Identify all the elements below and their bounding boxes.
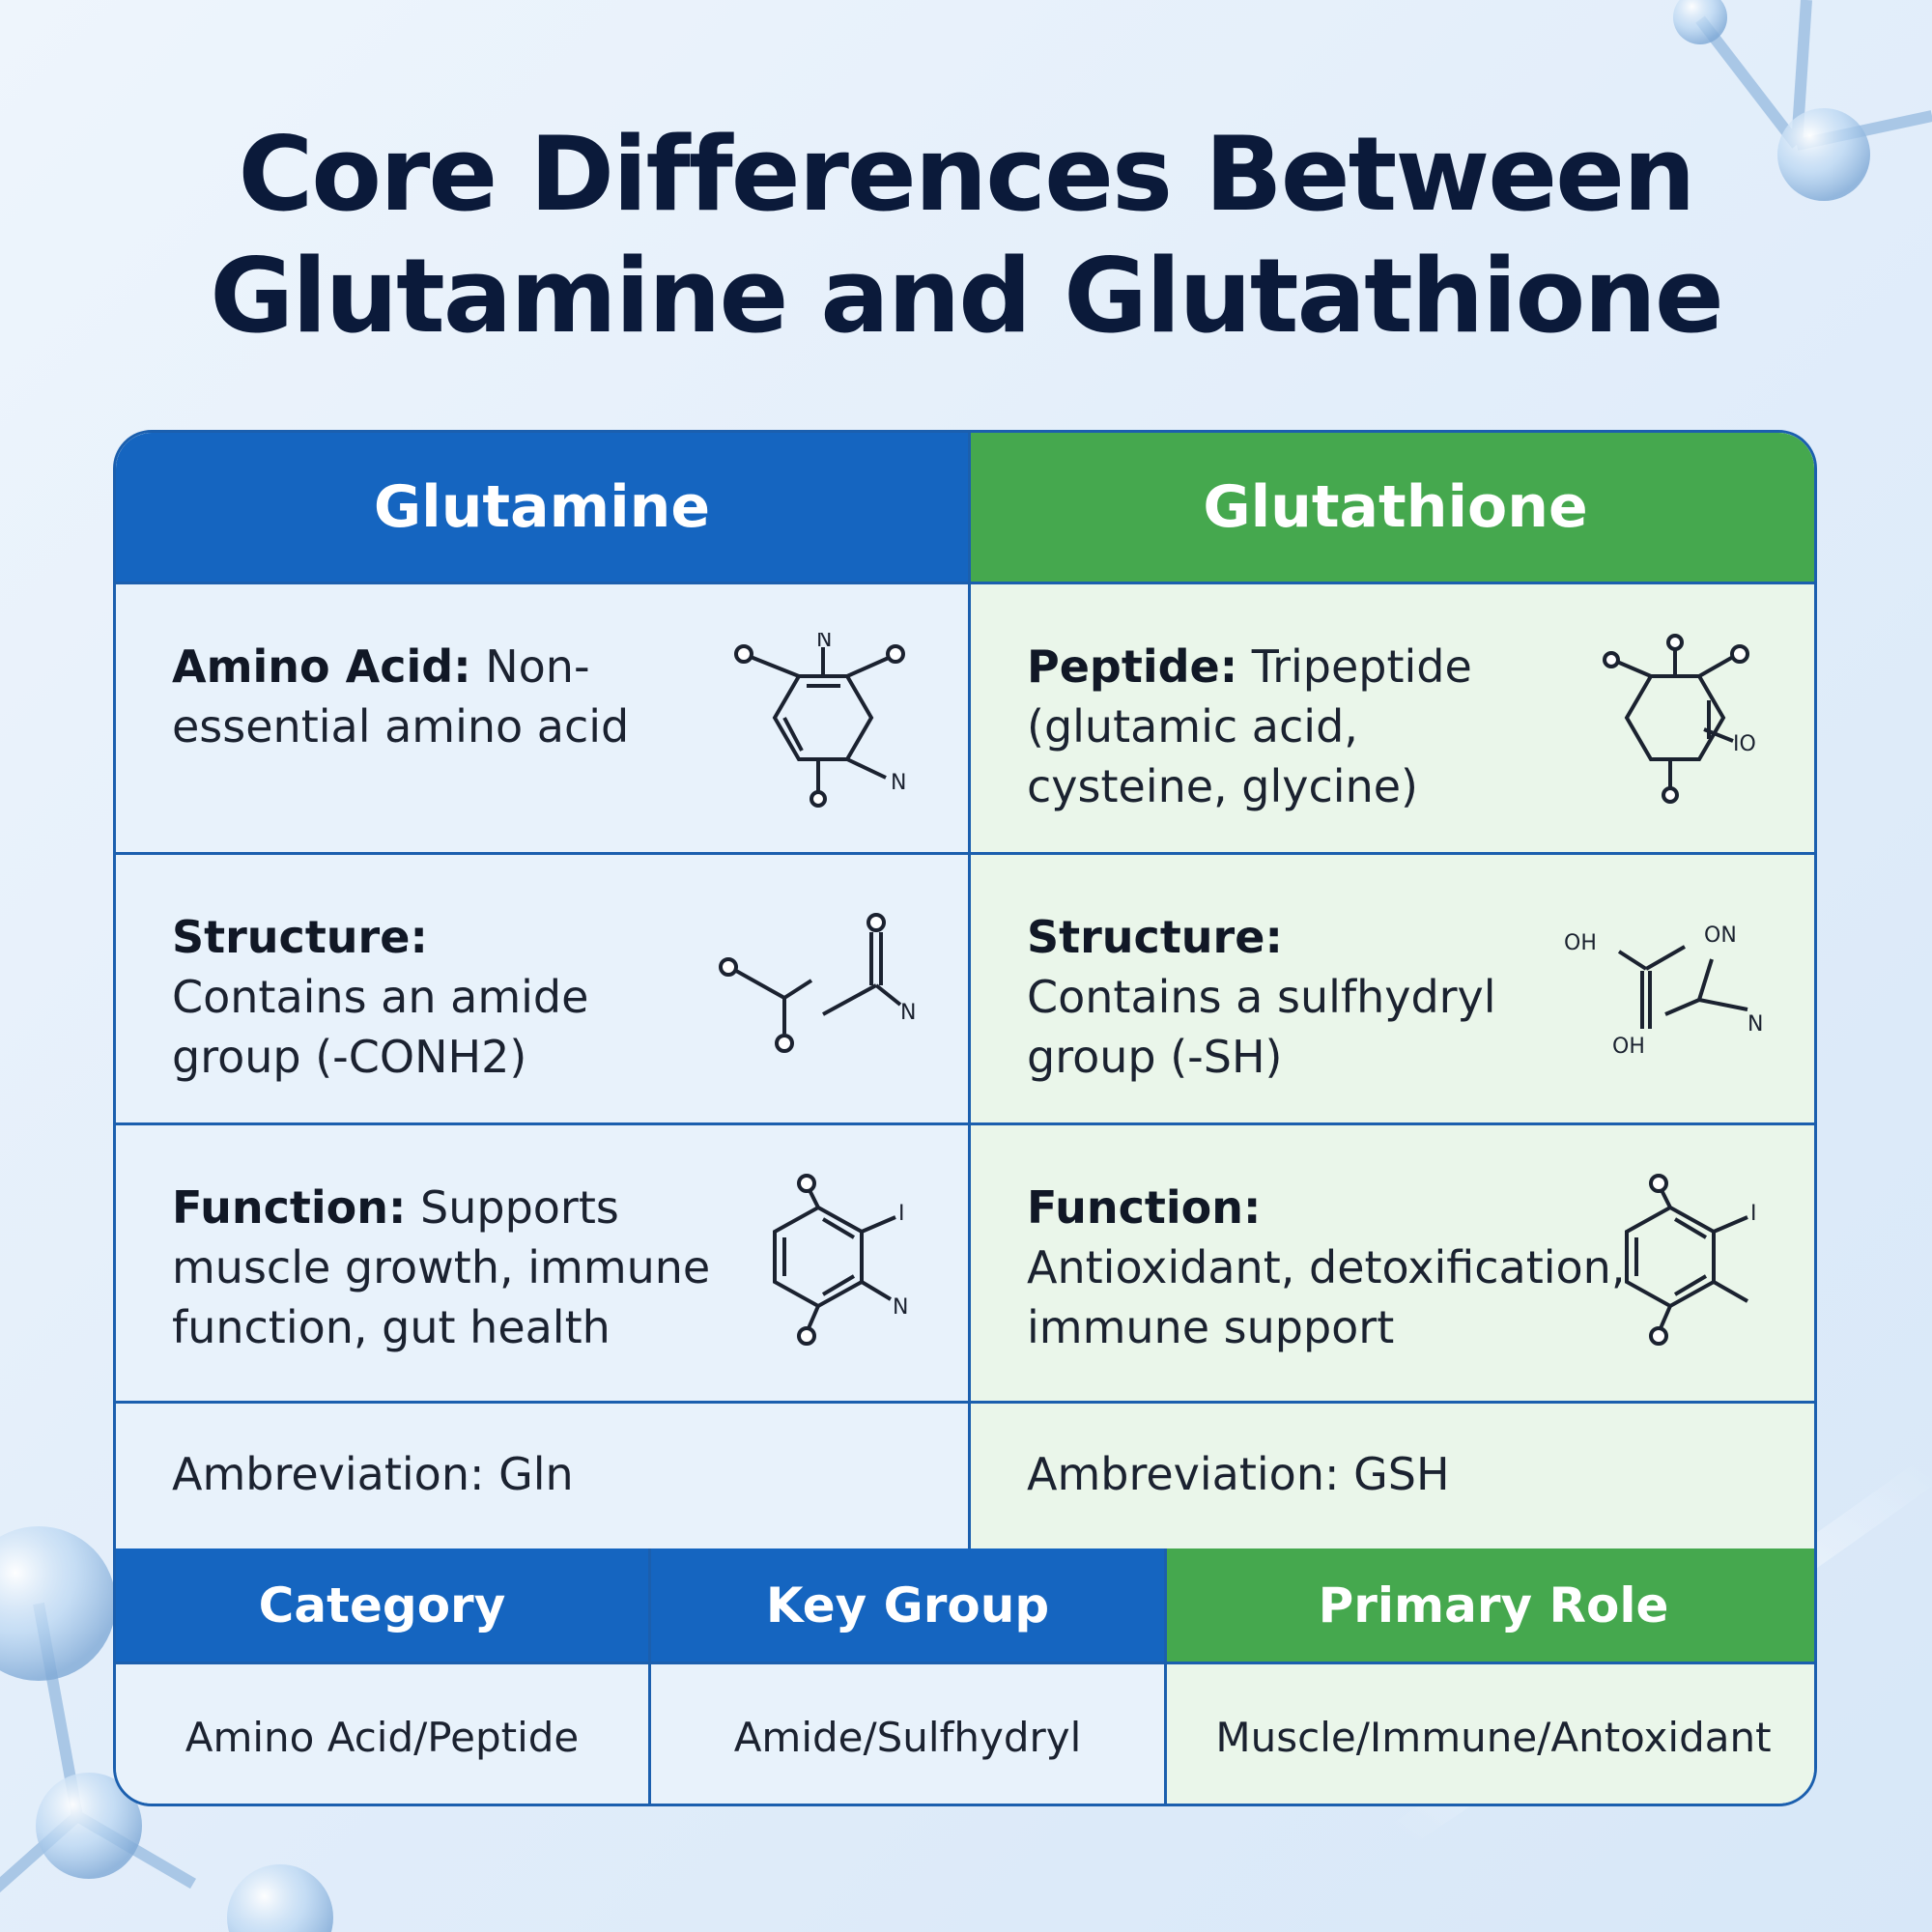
row-label: Structure: [1027,911,1283,963]
glutamine-row-structure: Structure: Contains an amide group (-CON… [116,855,968,1125]
row-label: Function: [1027,1181,1262,1234]
atom-label: I [898,1202,905,1226]
atom-label: N [891,771,906,795]
summary-key-group: Key Group Amide/Sulfhydryl [648,1548,1164,1804]
row-text: Tripeptide (glutamic acid, cysteine, gly… [1027,640,1472,812]
row-label: Peptide: [1027,640,1238,693]
atom-label: N [816,633,832,652]
summary-primary-role: Primary Role Muscle/Immune/Antoxidant [1164,1548,1814,1804]
title-line-1: Core Differences Between [238,115,1695,234]
atom-label: N [900,1001,916,1025]
summary-category: Category Amino Acid/Peptide [116,1548,648,1804]
row-text: Ambreviation: Gln [172,1448,574,1500]
row-label: Amino Acid: [172,640,471,693]
row-text: Supports muscle growth, immune function,… [172,1181,711,1353]
atom-label: IO [1733,732,1756,756]
row-label: Function: [172,1181,407,1234]
comparison-table: Glutamine Amino Acid: Non-essential amin… [113,430,1817,1806]
row-label: Structure: [172,911,428,963]
row-text: Antioxidant, detoxification, immune supp… [1027,1241,1626,1353]
glutathione-row-structure: Structure: Contains a sulfhydryl group (… [971,855,1814,1125]
row-text: Contains an amide group (-CONH2) [172,971,589,1083]
molecule-structure-icon: I [1625,1174,1757,1346]
page-title: Core Differences Between Glutamine and G… [0,114,1932,357]
summary-table: Category Amino Acid/Peptide Key Group Am… [116,1548,1814,1804]
glutamine-row-type: Amino Acid: Non-essential amino acid N N [116,584,968,855]
title-line-2: Glutamine and Glutathione [210,237,1723,355]
summary-header: Primary Role [1167,1548,1814,1664]
glutamine-column: Glutamine Amino Acid: Non-essential amin… [116,433,968,1548]
atom-label: ON [1704,923,1737,948]
glutathione-row-function: Function: Antioxidant, detoxification, i… [971,1125,1814,1404]
summary-value: Amino Acid/Peptide [185,1713,580,1761]
glutathione-row-abbreviation: Ambreviation: GSH [971,1404,1814,1548]
summary-value: Amide/Sulfhydryl [733,1713,1082,1761]
glutamine-row-function: Function: Supports muscle growth, immune… [116,1125,968,1404]
row-text: Contains a sulfhydryl group (-SH) [1027,971,1496,1083]
glutathione-column: Glutathione Peptide: Tripeptide (glutami… [968,433,1814,1548]
row-text: Non-essential amino acid [172,640,630,753]
molecule-structure-icon: N [719,913,916,1053]
atom-label: N [1747,1012,1763,1037]
glutathione-header: Glutathione [971,433,1814,584]
summary-value: Muscle/Immune/Antoxidant [1215,1713,1772,1761]
summary-header: Key Group [651,1548,1164,1664]
glutamine-header: Glutamine [116,433,968,584]
row-text: Ambreviation: GSH [1027,1448,1450,1500]
molecule-structure-icon: IO [1603,634,1756,804]
molecule-structure-icon: OH ON N OH [1564,923,1763,1059]
atom-label: OH [1564,931,1597,955]
atom-label: N [893,1295,908,1320]
glutathione-row-type: Peptide: Tripeptide (glutamic acid, cyst… [971,584,1814,855]
atom-label: I [1750,1202,1757,1226]
molecule-structure-icon: I N [773,1174,908,1346]
molecule-structure-icon: N N [734,633,906,808]
atom-label: OH [1612,1035,1645,1059]
summary-header: Category [116,1548,648,1664]
glutamine-row-abbreviation: Ambreviation: Gln [116,1404,968,1548]
